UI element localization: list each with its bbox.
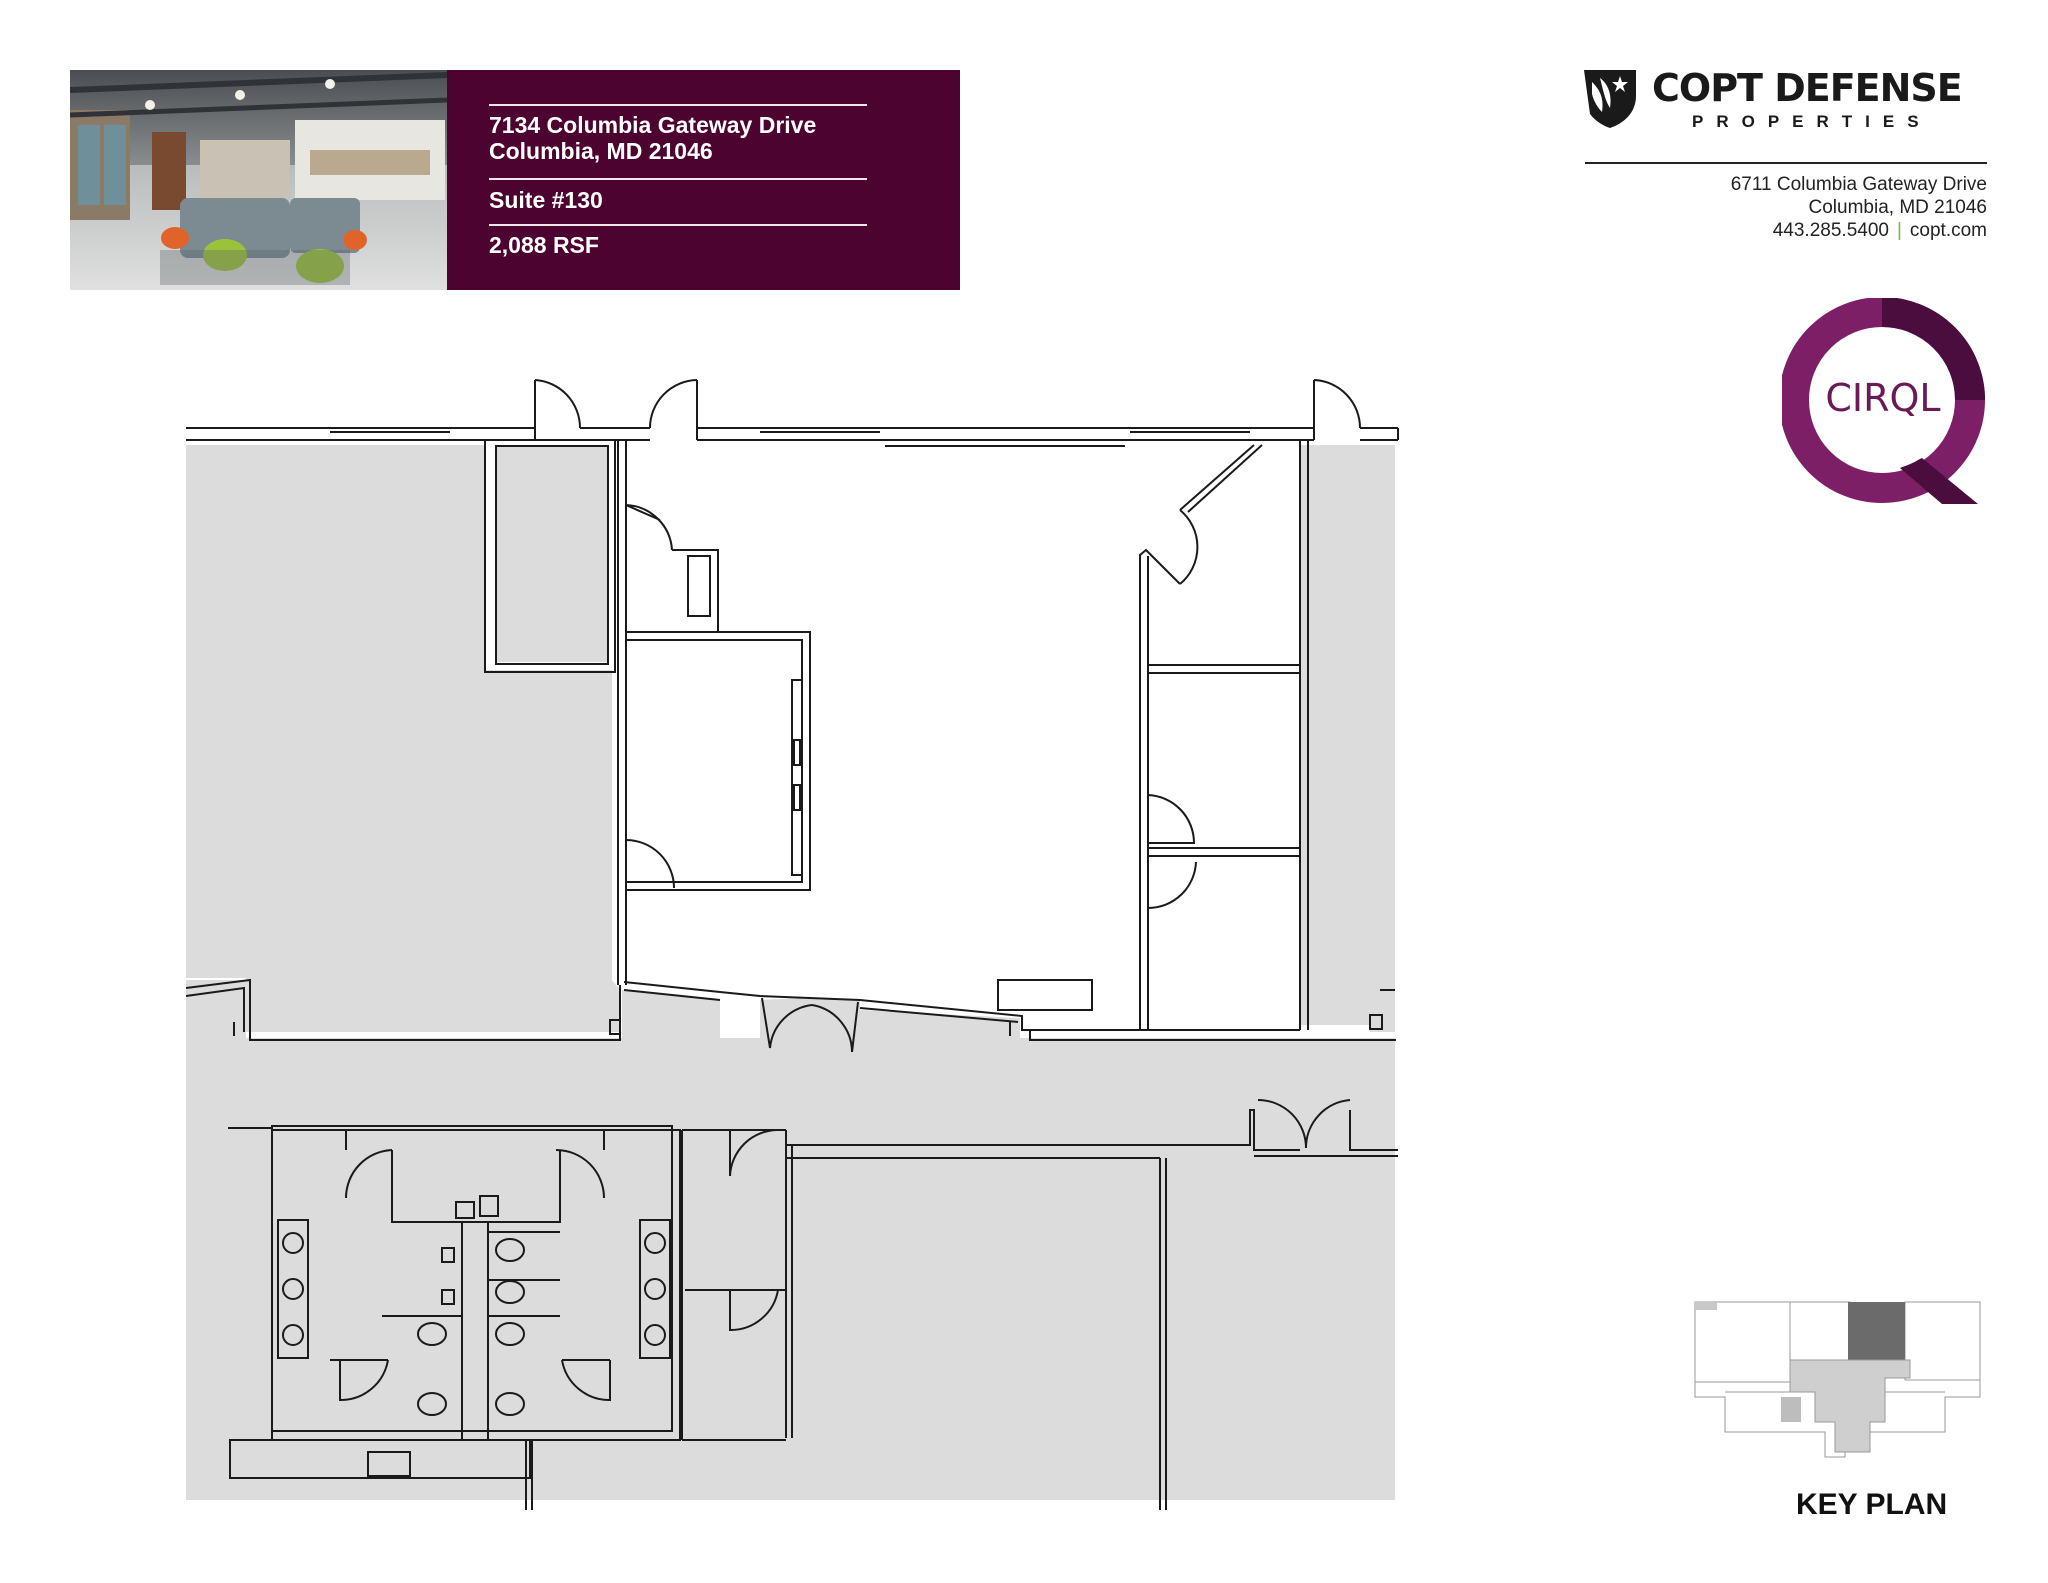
cirql-label: CIRQL (1825, 376, 1941, 420)
property-info-panel: 7134 Columbia Gateway Drive Columbia, MD… (447, 70, 960, 290)
website: copt.com (1909, 220, 1987, 241)
divider (489, 224, 867, 226)
rentable-area: 2,088 RSF (489, 232, 599, 258)
eagle-star-shield-icon (1584, 70, 1636, 128)
phone-number: 443.285.5400 (1772, 220, 1889, 241)
contact-address-line-1: 6711 Columbia Gateway Drive (1730, 174, 1987, 195)
contact-phone-website: 443.285.5400 | copt.com (1773, 219, 1987, 242)
suite-number: Suite #130 (489, 187, 603, 213)
brand-name: COPT DEFENSE (1652, 66, 1963, 110)
separator: | (1896, 220, 1902, 241)
address-line-2: Columbia, MD 21046 (489, 138, 713, 164)
brand-tagline: PROPERTIES (1692, 112, 1932, 131)
key-plan-label: KEY PLAN (1796, 1488, 1948, 1521)
divider (489, 104, 867, 106)
contact-address-line-2: Columbia, MD 21046 (1808, 197, 1987, 218)
address-line-1: 7134 Columbia Gateway Drive (489, 112, 817, 138)
divider (489, 178, 867, 180)
lobby-photo (70, 70, 447, 290)
company-logo: COPT DEFENSE PROPERTIES (1582, 66, 1992, 136)
key-plan-map (1694, 1301, 1981, 1458)
cirql-badge (1782, 298, 1985, 504)
divider (1585, 162, 1987, 164)
